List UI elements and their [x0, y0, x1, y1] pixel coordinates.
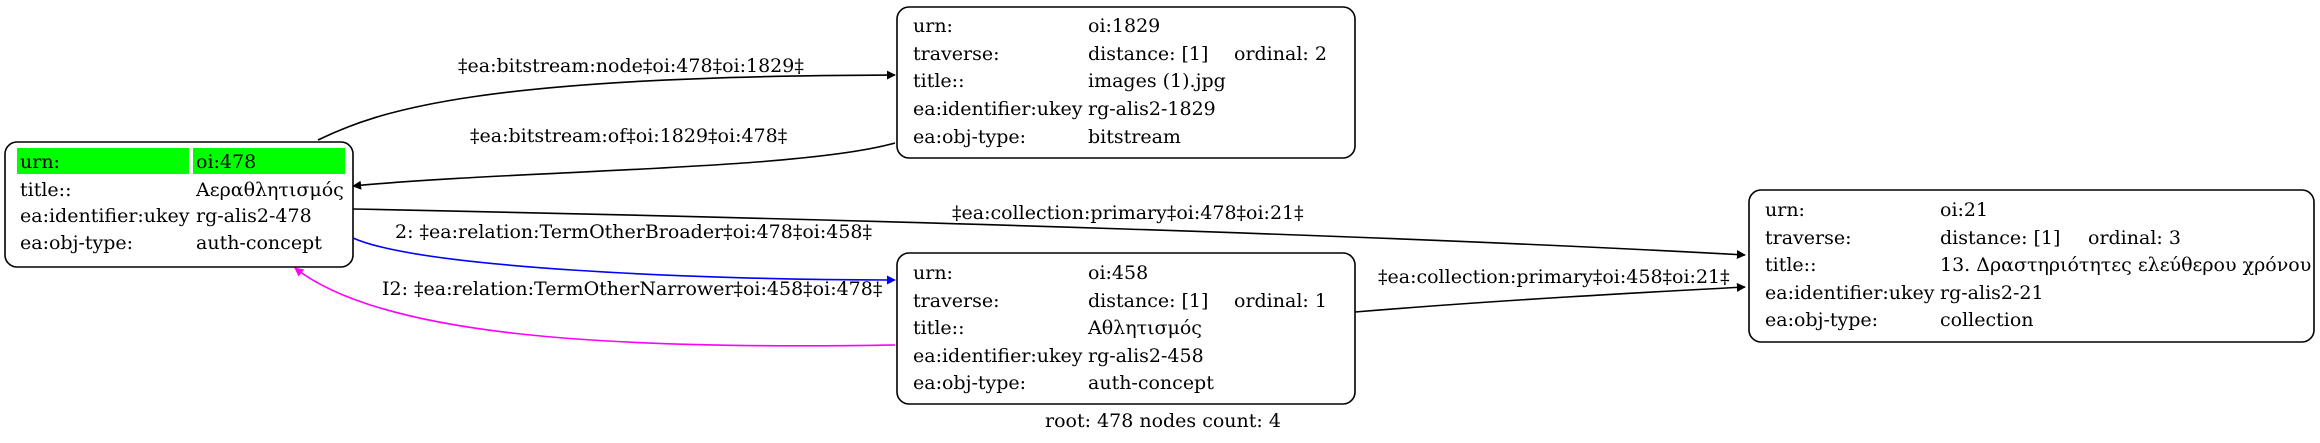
node-field-value: auth-concept — [1088, 372, 1214, 394]
node-field-key: ea:obj-type: — [20, 232, 133, 254]
edge-term-other-broader: 2: ‡ea:relation:TermOtherBroader‡oi:478‡… — [352, 221, 896, 285]
node-field-key: traverse: — [913, 43, 1000, 65]
node-field-value: bitstream — [1088, 126, 1181, 148]
node-oi-478[interactable]: urn: oi:478 title:: Αεραθλητισμός ea:ide… — [4, 141, 354, 268]
graph-footer: root: 478 nodes count: 4 — [1045, 410, 1281, 432]
node-field-key: ea:identifier:ukey — [913, 345, 1083, 367]
node-field-key: urn: — [913, 15, 953, 37]
node-field-value: distance: [1] — [1088, 290, 1208, 312]
node-field-key: ea:obj-type: — [913, 372, 1026, 394]
node-field-value: distance: [1] — [1940, 227, 2060, 249]
edge-label-bitstream-node: ‡ea:bitstream:node‡oi:478‡oi:1829‡ — [458, 55, 804, 77]
node-field-value: Αεραθλητισμός — [195, 179, 344, 201]
edge-collection-primary-478: ‡ea:collection:primary‡oi:478‡oi:21‡ — [352, 202, 1746, 260]
node-field-value: collection — [1940, 309, 2034, 331]
highlight-cell-key — [17, 148, 189, 174]
node-field-key: traverse: — [913, 290, 1000, 312]
node-field-value: oi:458 — [1088, 262, 1148, 284]
edge-bitstream-node: ‡ea:bitstream:node‡oi:478‡oi:1829‡ — [317, 55, 896, 141]
edge-label-collection-primary-458: ‡ea:collection:primary‡oi:458‡oi:21‡ — [1378, 266, 1730, 288]
node-oi-458[interactable]: urn: oi:458 traverse: distance: [1] ordi… — [896, 252, 1356, 405]
edge-collection-primary-458: ‡ea:collection:primary‡oi:458‡oi:21‡ — [1354, 266, 1746, 313]
node-oi-1829[interactable]: urn: oi:1829 traverse: distance: [1] ord… — [896, 6, 1356, 159]
edge-bitstream-of: ‡ea:bitstream:of‡oi:1829‡oi:478‡ — [352, 125, 896, 190]
node-field-value: distance: [1] — [1088, 43, 1208, 65]
node-field-value: rg-alis2-21 — [1940, 282, 2044, 304]
node-field-key: ea:obj-type: — [913, 126, 1026, 148]
node-field-key: ea:identifier:ukey — [1765, 282, 1935, 304]
node-field-extra: ordinal: 1 — [1234, 290, 1327, 312]
node-field-value: oi:478 — [196, 151, 256, 173]
node-oi-21[interactable]: urn: oi:21 traverse: distance: [1] ordin… — [1748, 189, 2315, 343]
node-field-value: auth-concept — [196, 232, 322, 254]
node-field-value: Αθλητισμός — [1087, 317, 1202, 339]
node-field-key: title:: — [20, 179, 71, 201]
node-field-extra: ordinal: 3 — [2088, 227, 2181, 249]
node-field-key: ea:identifier:ukey — [20, 205, 190, 227]
edge-label-term-other-broader: 2: ‡ea:relation:TermOtherBroader‡oi:478‡… — [395, 221, 872, 243]
highlight-cell-value — [193, 148, 345, 174]
node-field-key: urn: — [913, 262, 953, 284]
node-field-value: oi:21 — [1940, 199, 1988, 221]
node-field-key: ea:identifier:ukey — [913, 98, 1083, 120]
node-field-value: rg-alis2-458 — [1088, 345, 1204, 367]
node-field-extra: ordinal: 2 — [1234, 43, 1327, 65]
node-field-value: 13. Δραστηριότητες ελεύθερου χρόνου — [1940, 254, 2311, 276]
node-field-value: rg-alis2-1829 — [1088, 98, 1216, 120]
edge-label-term-other-narrower: I2: ‡ea:relation:TermOtherNarrower‡oi:45… — [382, 278, 882, 300]
node-field-key: urn: — [20, 151, 60, 173]
edge-label-collection-primary-478: ‡ea:collection:primary‡oi:478‡oi:21‡ — [952, 202, 1304, 224]
node-field-value: images (1).jpg — [1088, 70, 1226, 92]
node-field-key: urn: — [1765, 199, 1805, 221]
edge-term-other-narrower: I2: ‡ea:relation:TermOtherNarrower‡oi:45… — [294, 267, 896, 347]
edge-label-bitstream-of: ‡ea:bitstream:of‡oi:1829‡oi:478‡ — [470, 125, 787, 147]
node-field-value: rg-alis2-478 — [196, 205, 312, 227]
node-field-key: title:: — [1765, 254, 1816, 276]
node-field-key: title:: — [913, 70, 964, 92]
node-field-key: title:: — [913, 317, 964, 339]
node-field-key: traverse: — [1765, 227, 1852, 249]
node-field-key: ea:obj-type: — [1765, 309, 1878, 331]
node-field-value: oi:1829 — [1088, 15, 1160, 37]
